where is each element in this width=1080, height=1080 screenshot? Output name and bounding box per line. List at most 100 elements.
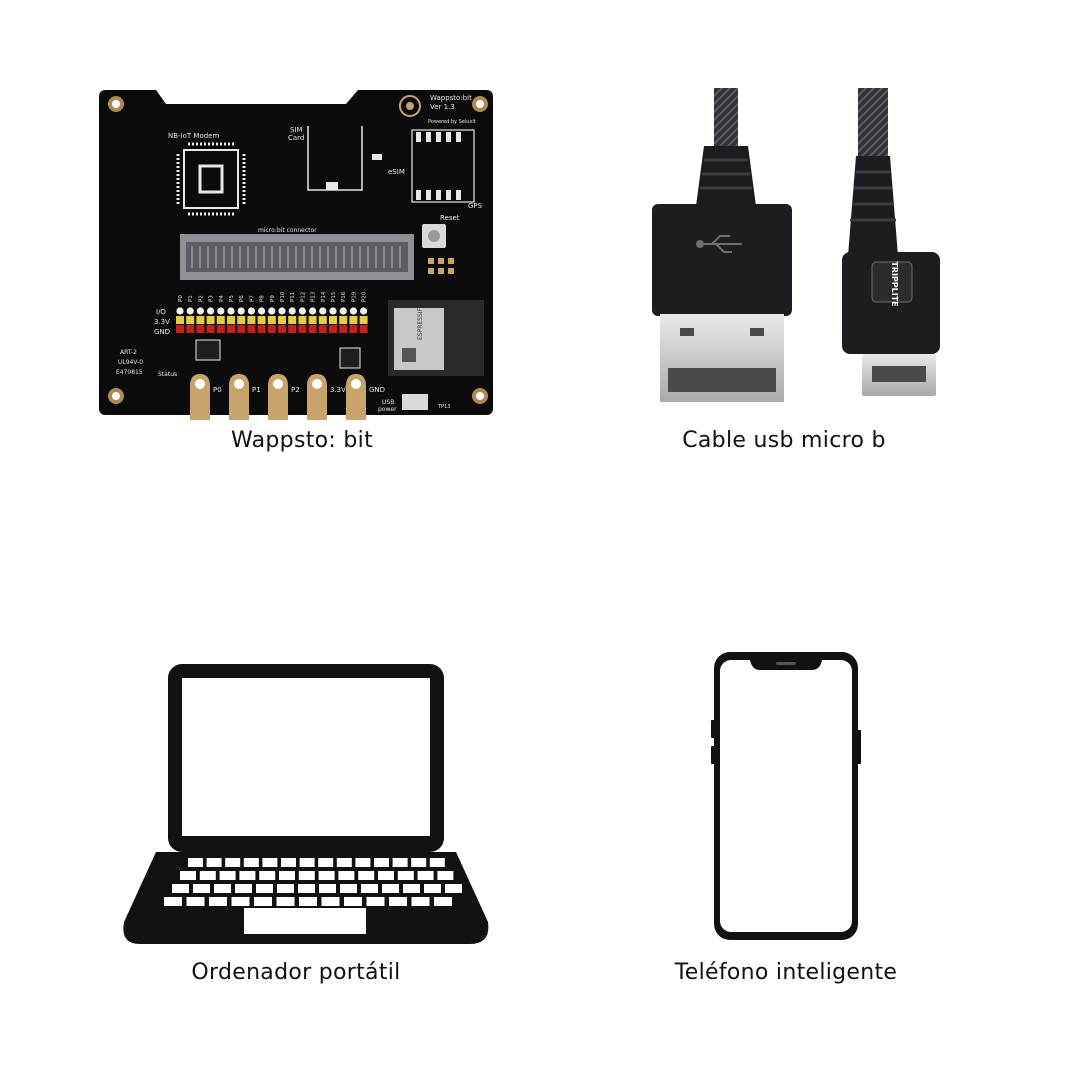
- keyboard-key: [319, 884, 336, 893]
- pin-label: P3: [209, 295, 215, 302]
- usb-cable-card: TRIPPLITE Cable usb micro b: [580, 86, 980, 453]
- pin-gnd: [349, 325, 358, 333]
- keyboard-key: [321, 897, 340, 906]
- keyboard-key: [403, 884, 420, 893]
- pin-io: [247, 307, 255, 315]
- keyboard-key: [256, 884, 273, 893]
- pin-io: [268, 307, 276, 315]
- cert-line-1: ART-2: [120, 349, 137, 356]
- usb-power-label-2: power: [378, 406, 397, 413]
- micro-b-strain-relief: [848, 156, 898, 256]
- pin-io: [319, 307, 327, 315]
- usb-cable-image: TRIPPLITE: [652, 88, 940, 402]
- pin-label: P2: [198, 295, 204, 302]
- keyboard-key: [299, 858, 315, 867]
- pin-label: P7: [249, 295, 255, 302]
- pin-io: [360, 307, 368, 315]
- pin-label: P5: [229, 295, 235, 302]
- gps-label: GPS: [468, 202, 483, 210]
- pin-io: [339, 307, 347, 315]
- smartphone-icon: [711, 652, 861, 940]
- keyboard-key: [445, 884, 462, 893]
- caption-laptop: Ordenador portátil: [191, 960, 401, 985]
- esim-label: eSIM: [388, 168, 405, 176]
- pad-label: GND: [369, 386, 385, 394]
- pin-io: [298, 307, 306, 315]
- pad-label: 3.3V: [330, 386, 346, 394]
- keyboard-key: [209, 897, 227, 906]
- pad-label: P0: [213, 386, 222, 394]
- keyboard-key: [389, 897, 407, 906]
- pin-label: P9: [270, 295, 276, 302]
- edge-pad: [307, 374, 327, 420]
- laptop-card: Ordenador portátil: [96, 660, 496, 1000]
- sim-label-2: Card: [288, 134, 304, 142]
- pin-io: [288, 307, 296, 315]
- keyboard-key: [336, 858, 352, 867]
- pin-label: P8: [260, 295, 266, 302]
- smartphone-card: Teléfono inteligente: [580, 650, 980, 1000]
- wappsto-bit-board-image: Wappsto:bit Ver 1.3 Powered by Seluxit N…: [99, 90, 493, 420]
- sim-label-1: SIM: [290, 126, 303, 134]
- pin-label: P19: [351, 291, 357, 302]
- wappsto-logo: [399, 95, 421, 117]
- usb-a-cable-braid: [714, 88, 738, 148]
- pin-label: P13: [311, 291, 317, 302]
- usb-a-housing: [652, 204, 792, 316]
- pin-3v3: [196, 316, 205, 324]
- pin-3v3: [329, 316, 337, 324]
- pin-gnd: [237, 325, 246, 333]
- volume-button: [711, 746, 715, 764]
- brand-logo: TRIPPLITE: [890, 261, 899, 306]
- caption-smartphone: Teléfono inteligente: [674, 960, 898, 985]
- pin-3v3: [176, 316, 184, 324]
- keyboard-key: [382, 884, 399, 893]
- connector-label: micro:bit connector: [258, 227, 317, 234]
- board-version: Ver 1.3: [430, 103, 455, 111]
- pin-3v3: [237, 316, 246, 324]
- edge-pad: [268, 374, 288, 420]
- keyboard-key: [276, 897, 295, 906]
- pin-gnd: [288, 325, 297, 333]
- micro-b-housing: [842, 252, 940, 354]
- keyboard-key: [344, 897, 362, 906]
- pin-io: [309, 307, 317, 315]
- pin-gnd: [278, 325, 286, 333]
- keyboard-key: [206, 858, 222, 867]
- keyboard-key: [164, 897, 182, 906]
- pin-label: P11: [290, 292, 296, 302]
- pin-3v3: [267, 316, 276, 324]
- volume-button: [711, 720, 715, 738]
- pin-label: P12: [300, 292, 306, 302]
- pin-label: P10: [280, 291, 286, 302]
- pad-label: P1: [252, 386, 261, 394]
- pin-gnd: [216, 325, 225, 333]
- board-title: Wappsto:bit: [430, 94, 472, 102]
- pin-gnd: [329, 325, 337, 333]
- cert-line-3: E470815: [116, 369, 143, 376]
- status-label: Status: [158, 371, 177, 378]
- keyboard-key: [199, 871, 216, 880]
- pin-gnd: [267, 325, 276, 333]
- pin-3v3: [257, 316, 266, 324]
- keyboard-key: [318, 871, 335, 880]
- pin-gnd: [359, 325, 368, 333]
- pin-3v3: [206, 316, 215, 324]
- keyboard-key: [225, 858, 241, 867]
- keyboard-key: [219, 871, 236, 880]
- pin-gnd: [247, 325, 256, 333]
- keyboard-key: [235, 884, 252, 893]
- modem-label: NB-IoT Modem: [168, 132, 219, 140]
- pin-3v3: [216, 316, 225, 324]
- pin-gnd: [318, 325, 327, 333]
- keyboard-key: [193, 884, 210, 893]
- pin-3v3: [349, 316, 358, 324]
- usb-a-strain-relief: [696, 146, 756, 206]
- usb-port: [402, 394, 428, 410]
- pin-io: [237, 307, 245, 315]
- keyboard-key: [434, 897, 452, 906]
- pin-io: [196, 307, 204, 315]
- pin-gnd: [196, 325, 205, 333]
- usb-power-label-1: USB: [382, 399, 394, 406]
- wappsto-bit-card: Wappsto:bit Ver 1.3 Powered by Seluxit N…: [96, 86, 496, 453]
